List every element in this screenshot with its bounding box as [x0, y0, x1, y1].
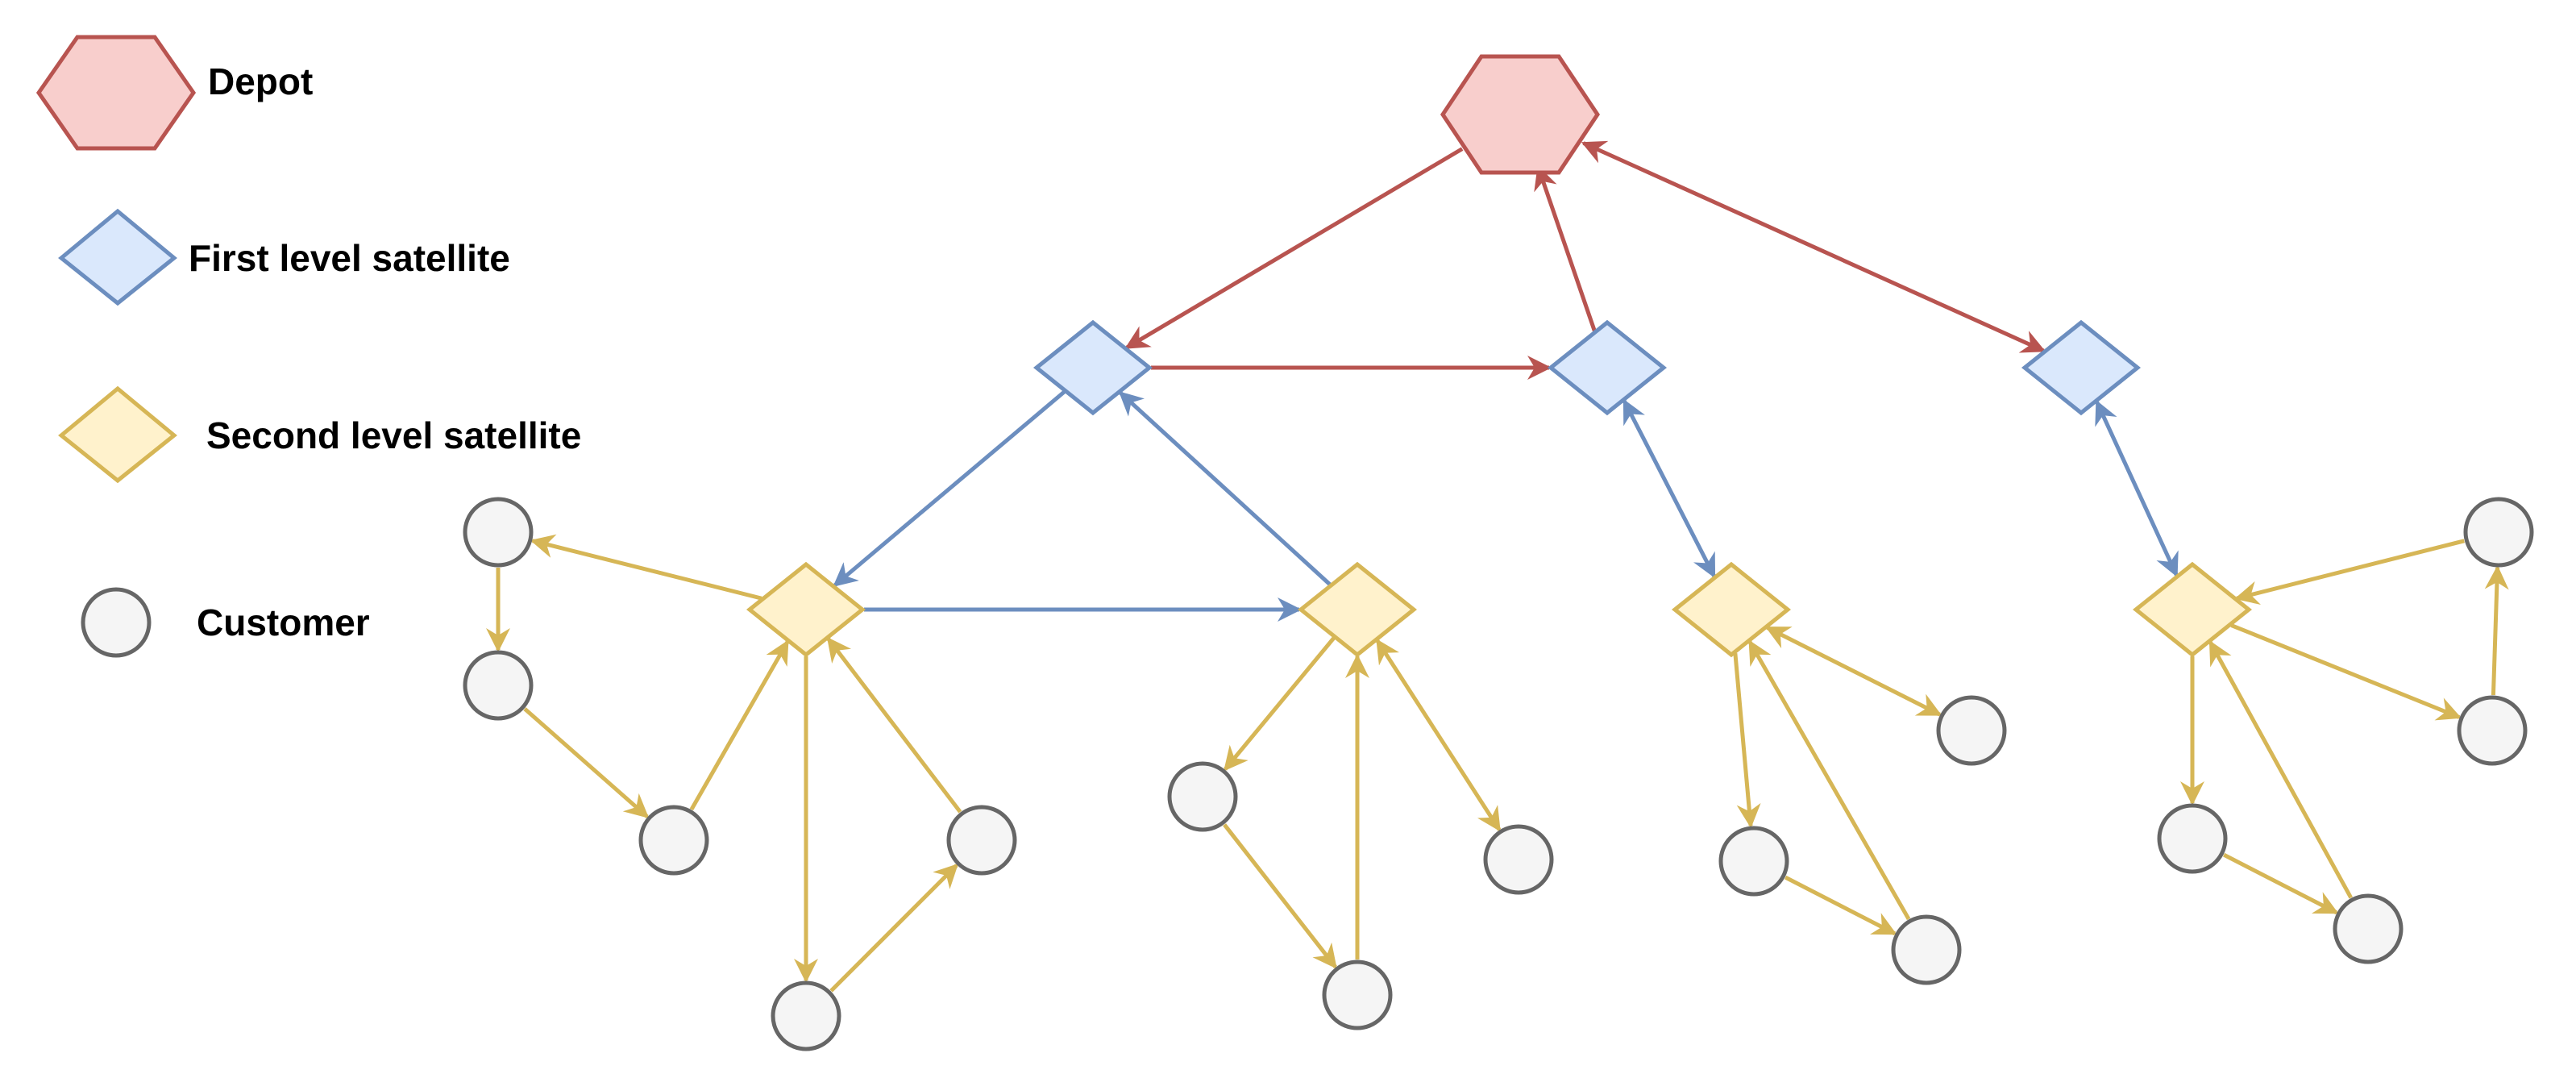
first-level-satellite-node-f2 [1547, 319, 1668, 416]
edge-f2-s3 [1622, 398, 1716, 579]
edge-f3-s4 [2095, 400, 2179, 577]
second-level-satellite-node-s2 [1297, 561, 1418, 658]
edge-c3-s1 [689, 639, 790, 811]
first-level-satellite-node-f3 [2021, 319, 2142, 416]
first-level-satellite-legend-icon [58, 208, 177, 306]
edge-d-f1 [1124, 147, 1464, 350]
customer-node-c10 [1718, 826, 1789, 897]
customer-node-c8 [1483, 824, 1554, 895]
edge-f2-d [1534, 165, 1597, 332]
second-level-satellite-legend-icon [58, 385, 177, 484]
legend-item-customer: Customer [81, 587, 370, 658]
edge-c10-c11 [1784, 875, 1897, 936]
customer-node-c11 [1891, 914, 1962, 985]
first-level-satellite-node-f1 [1032, 319, 1153, 416]
edge-c12-s4 [2234, 539, 2465, 605]
edge-c4-s1 [826, 636, 962, 814]
edge-f1-s1 [833, 390, 1066, 587]
edge-c14-c15 [2222, 852, 2339, 915]
edge-s3-c10 [1733, 653, 1761, 829]
customer-node-c15 [2333, 893, 2404, 964]
legend-label-depot: Depot [208, 60, 313, 102]
edge-d-f3 [1581, 140, 2046, 353]
edge-s3-c9 [1765, 626, 1942, 717]
second-level-satellite-node-s1 [746, 561, 866, 658]
edge-c5-c4 [829, 863, 959, 993]
customer-node-c7 [1322, 960, 1393, 1030]
edge-c11-s3 [1747, 639, 1911, 921]
legend-item-depot: Depot [35, 35, 313, 151]
customer-node-c1 [463, 497, 534, 568]
customer-node-c2 [463, 650, 534, 721]
depot-node-d [1440, 54, 1601, 175]
customer-legend-icon [81, 587, 152, 658]
customer-node-c12 [2463, 497, 2534, 568]
edge-s2-c8 [1375, 639, 1502, 832]
legend-label-second-level-satellite: Second level satellite [206, 414, 581, 456]
legend-label-customer: Customer [197, 602, 370, 643]
edge-s2-f1 [1118, 391, 1332, 586]
edges [486, 140, 2509, 993]
customer-node-c13 [2457, 695, 2528, 766]
legend-item-first-level-satellite: First level satellite [58, 208, 510, 306]
customer-node-c5 [771, 980, 841, 1051]
second-level-satellite-node-s4 [2132, 561, 2253, 658]
legend-item-second-level-satellite: Second level satellite [58, 385, 581, 484]
edge-c2-c3 [523, 707, 650, 818]
edge-s2-c6 [1224, 636, 1336, 772]
edge-s4-c13 [2230, 623, 2462, 721]
depot-legend-icon [35, 35, 197, 151]
customer-node-c9 [1936, 695, 2007, 766]
edge-c13-c12 [2484, 564, 2509, 696]
customer-node-c14 [2157, 803, 2228, 874]
customer-node-c6 [1167, 761, 1238, 832]
legend: Depot First level satellite Second level… [35, 35, 581, 658]
customer-node-c4 [946, 805, 1017, 876]
edge-c6-c7 [1223, 823, 1337, 969]
edge-s1-c1 [530, 534, 762, 601]
legend-label-first-level-satellite: First level satellite [189, 237, 510, 279]
nodes [463, 54, 2534, 1051]
edge-c15-s4 [2208, 640, 2353, 899]
second-level-satellite-node-s3 [1671, 561, 1792, 658]
customer-node-c3 [638, 805, 709, 876]
